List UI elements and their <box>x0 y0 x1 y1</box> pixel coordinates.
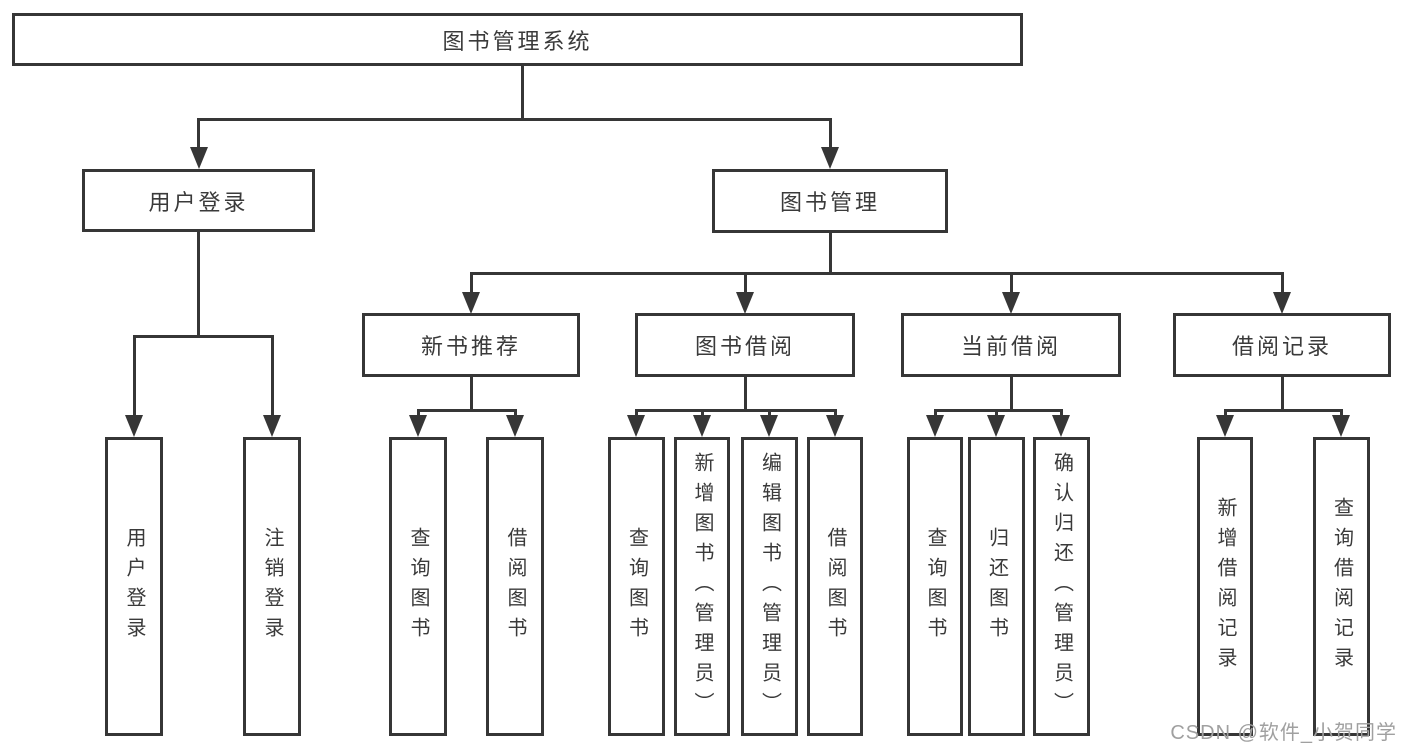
connector-line <box>995 409 998 417</box>
connector-line <box>197 232 200 335</box>
arrowhead-down-icon <box>1332 415 1350 437</box>
leaf-logout-label: 注销登录 <box>261 526 283 647</box>
connector-line <box>1281 377 1284 409</box>
leaf-add-borrow-record-label: 新增借阅记录 <box>1214 496 1236 677</box>
arrowhead-down-icon <box>409 415 427 437</box>
leaf-query-book-recommend: 查询图书 <box>389 437 447 736</box>
leaf-query-book-borrow: 查询图书 <box>608 437 665 736</box>
arrowhead-down-icon <box>1216 415 1234 437</box>
connector-line <box>133 335 273 338</box>
connector-line <box>197 118 832 121</box>
leaf-confirm-return-admin-label: 确认归还（管理员） <box>1050 451 1073 722</box>
connector-line <box>514 409 517 417</box>
leaf-add-borrow-record: 新增借阅记录 <box>1197 437 1253 736</box>
leaf-borrow-book-label: 借阅图书 <box>824 526 846 647</box>
connector-line <box>521 66 524 118</box>
connector-line <box>470 272 473 292</box>
leaf-query-book-current: 查询图书 <box>907 437 963 736</box>
connector-line <box>1010 272 1013 292</box>
connector-line <box>934 409 937 417</box>
connector-line <box>829 233 832 274</box>
node-book-borrow: 图书借阅 <box>635 313 855 377</box>
leaf-return-book-label: 归还图书 <box>985 526 1008 647</box>
connector-line <box>1340 409 1343 417</box>
node-book-management-label: 图书管理 <box>779 190 880 215</box>
node-current-borrow-label: 当前借阅 <box>960 334 1061 359</box>
connector-line <box>744 377 747 409</box>
connector-line <box>197 118 200 148</box>
node-user-login-label: 用户登录 <box>148 189 249 215</box>
node-book-borrow-label: 图书借阅 <box>694 334 795 359</box>
arrowhead-down-icon <box>1002 292 1020 314</box>
connector-line <box>271 335 274 415</box>
node-root: 图书管理系统 <box>12 13 1023 66</box>
leaf-query-book-borrow-label: 查询图书 <box>625 526 648 647</box>
arrowhead-down-icon <box>693 415 711 437</box>
leaf-edit-book-admin: 编辑图书（管理员） <box>741 437 798 736</box>
leaf-borrow-book-recommend: 借阅图书 <box>486 437 544 736</box>
arrowhead-down-icon <box>987 415 1005 437</box>
arrowhead-down-icon <box>1052 415 1070 437</box>
connector-line <box>417 409 420 417</box>
arrowhead-down-icon <box>462 292 480 314</box>
connector-line <box>635 409 837 412</box>
leaf-add-book-admin-label: 新增图书（管理员） <box>691 451 713 722</box>
node-user-login: 用户登录 <box>82 169 315 232</box>
arrowhead-down-icon <box>263 415 281 437</box>
leaf-logout: 注销登录 <box>243 437 301 736</box>
leaf-user-login: 用户登录 <box>105 437 163 736</box>
leaf-confirm-return-admin: 确认归还（管理员） <box>1033 437 1090 736</box>
connector-line <box>1281 272 1284 292</box>
arrowhead-down-icon <box>125 415 143 437</box>
arrowhead-down-icon <box>926 415 944 437</box>
csdn-watermark: CSDN @软件_小贺同学 <box>1170 722 1397 744</box>
node-new-book-recommend: 新书推荐 <box>362 313 580 377</box>
arrowhead-down-icon <box>506 415 524 437</box>
leaf-return-book: 归还图书 <box>968 437 1025 736</box>
leaf-user-login-label: 用户登录 <box>123 526 145 647</box>
connector-line <box>1010 377 1013 409</box>
connector-line <box>701 409 704 417</box>
connector-line <box>744 272 747 292</box>
connector-line <box>829 118 832 148</box>
arrowhead-down-icon <box>821 147 839 169</box>
leaf-edit-book-admin-label: 编辑图书（管理员） <box>758 451 781 722</box>
leaf-borrow-book: 借阅图书 <box>807 437 863 736</box>
leaf-query-book-current-label: 查询图书 <box>924 526 946 647</box>
connector-line <box>1224 409 1343 412</box>
arrowhead-down-icon <box>760 415 778 437</box>
arrowhead-down-icon <box>736 292 754 314</box>
leaf-query-borrow-record-label: 查询借阅记录 <box>1330 496 1353 677</box>
connector-line <box>470 272 1284 275</box>
connector-line <box>133 335 136 415</box>
connector-line <box>768 409 771 417</box>
leaf-query-book-recommend-label: 查询图书 <box>407 526 429 647</box>
arrowhead-down-icon <box>190 147 208 169</box>
node-book-management: 图书管理 <box>712 169 948 233</box>
leaf-borrow-book-recommend-label: 借阅图书 <box>504 526 526 647</box>
node-current-borrow: 当前借阅 <box>901 313 1121 377</box>
node-root-label: 图书管理系统 <box>442 28 593 54</box>
connector-line <box>834 409 837 417</box>
arrowhead-down-icon <box>826 415 844 437</box>
connector-line <box>1060 409 1063 417</box>
leaf-add-book-admin: 新增图书（管理员） <box>674 437 730 736</box>
connector-line <box>417 409 517 412</box>
node-new-book-recommend-label: 新书推荐 <box>420 334 521 359</box>
node-borrow-record-label: 借阅记录 <box>1231 334 1332 359</box>
leaf-query-borrow-record: 查询借阅记录 <box>1313 437 1370 736</box>
connector-line <box>1224 409 1227 417</box>
connector-line <box>470 377 473 409</box>
node-borrow-record: 借阅记录 <box>1173 313 1391 377</box>
arrowhead-down-icon <box>627 415 645 437</box>
connector-line <box>635 409 638 417</box>
arrowhead-down-icon <box>1273 292 1291 314</box>
connector-line <box>934 409 1063 412</box>
